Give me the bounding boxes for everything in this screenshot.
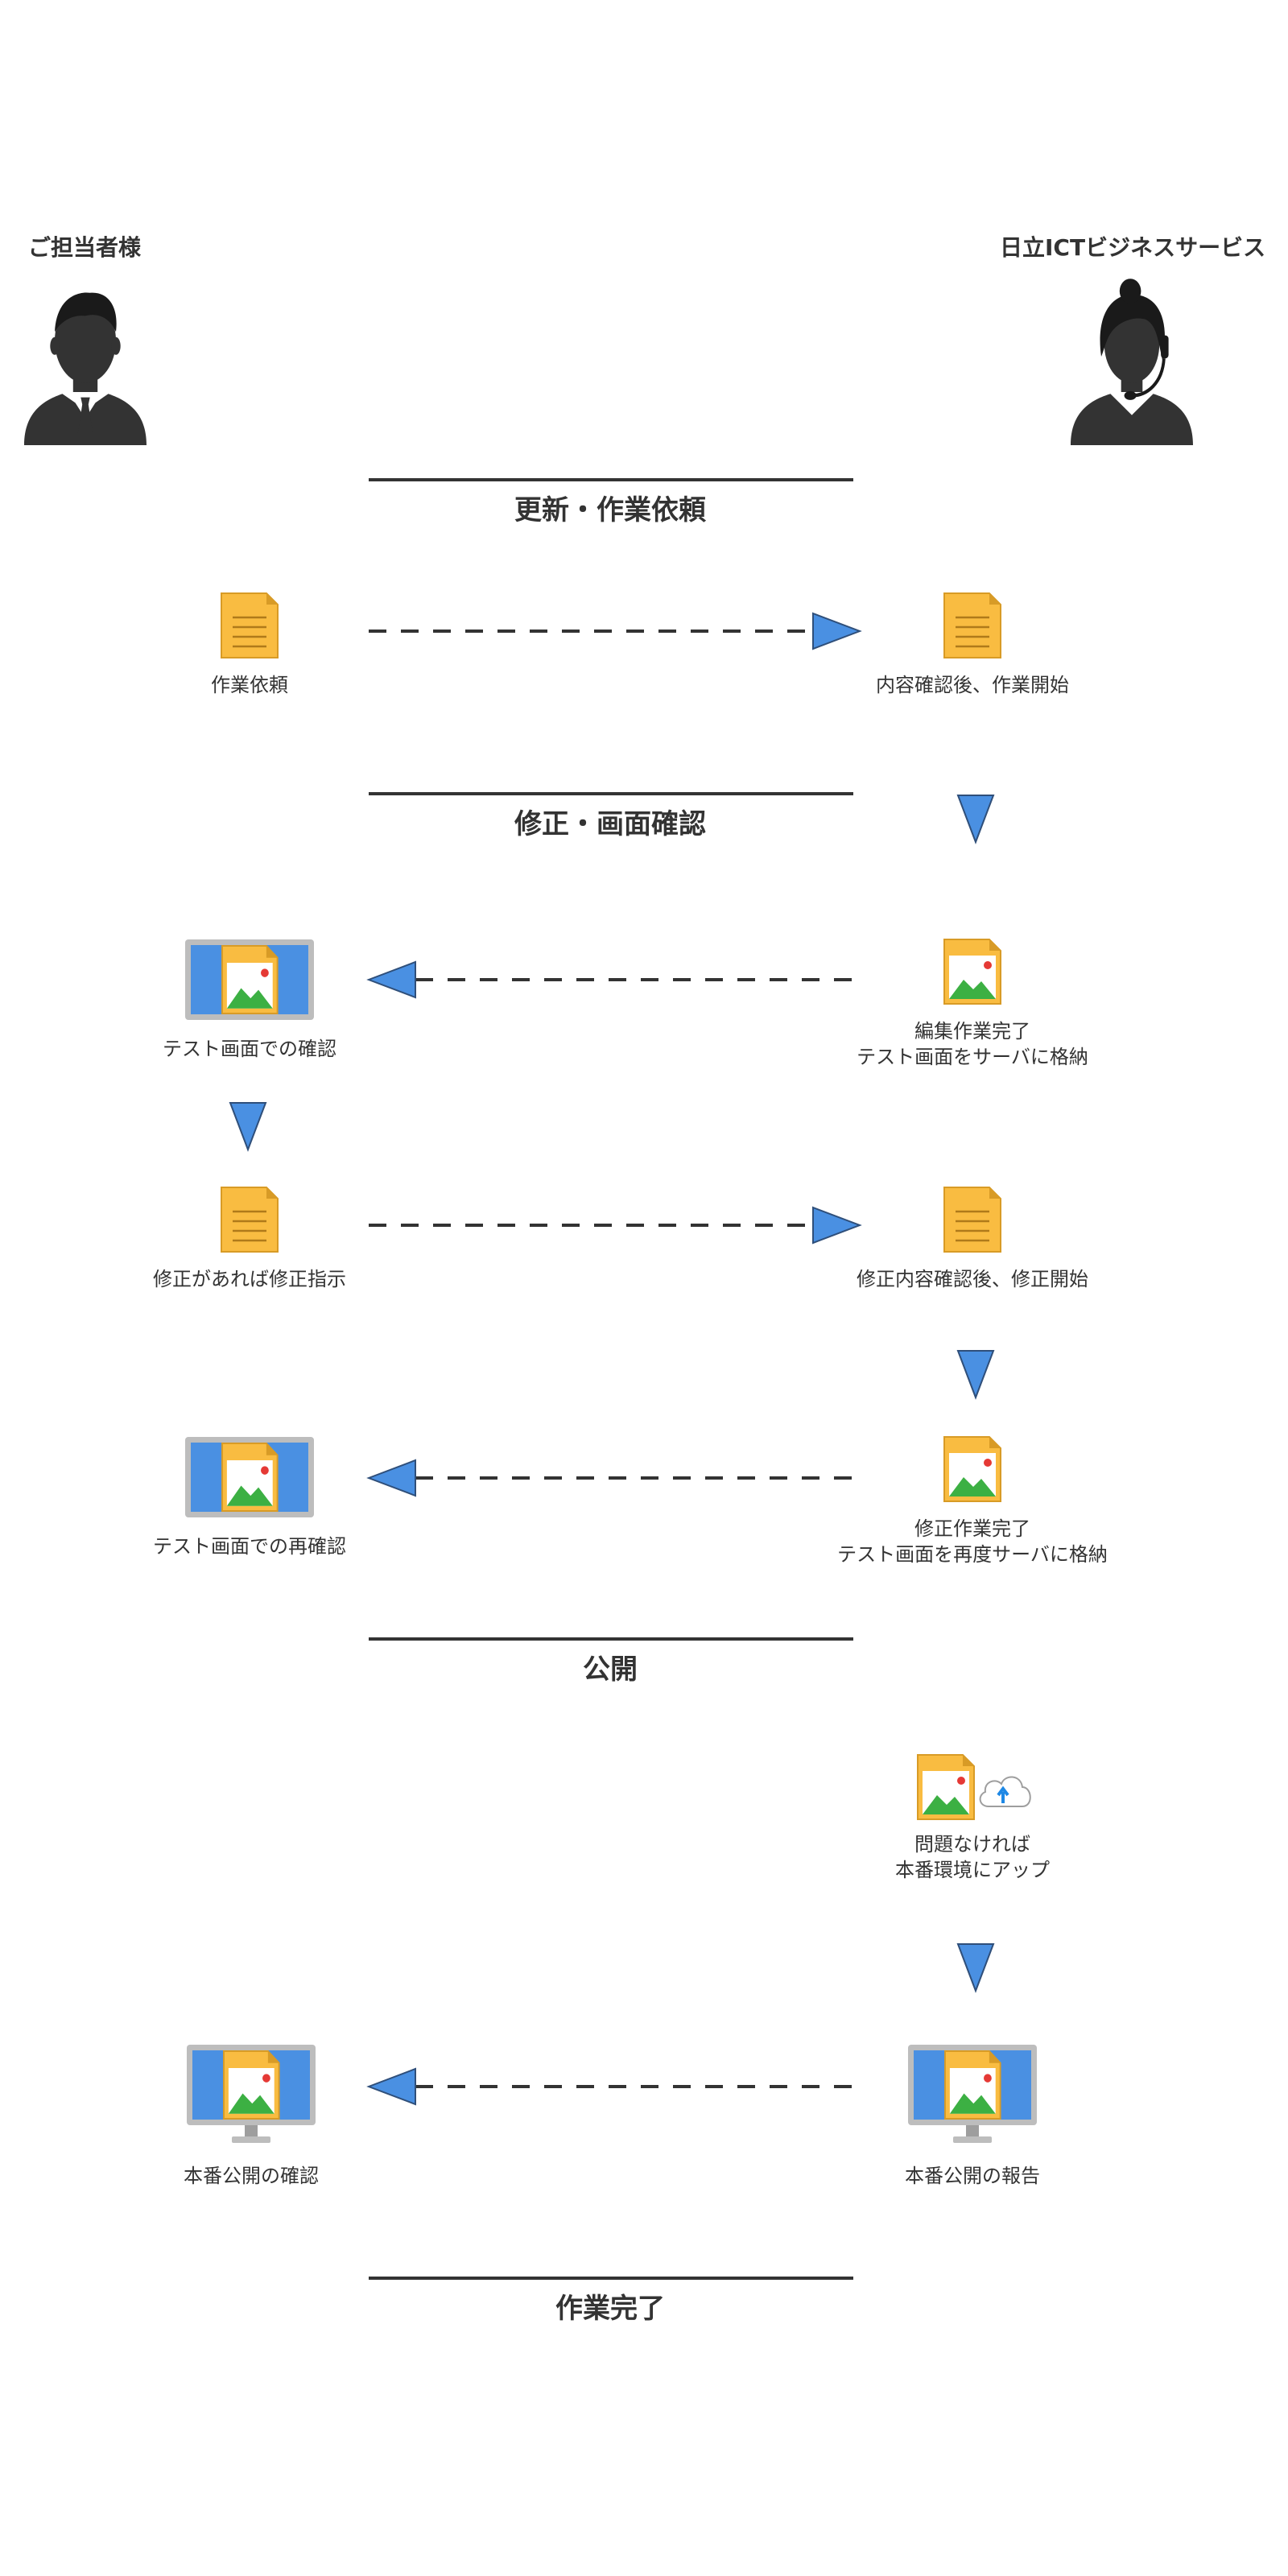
arrow-down-icon — [957, 1350, 994, 1398]
desktop-monitor-icon — [908, 2045, 1037, 2143]
step-label-recheck-test: テスト画面での再確認 — [153, 1535, 346, 1558]
document-icon — [943, 592, 1002, 659]
cloud-upload-icon — [978, 1775, 1032, 1808]
operator-headset-icon — [1071, 279, 1193, 445]
arrow-down-icon — [957, 795, 994, 843]
step-label-check-test: テスト画面での確認 — [163, 1038, 336, 1060]
actor-label-provider: 日立ICTビジネスサービス — [1000, 234, 1266, 261]
businessman-icon — [24, 292, 147, 445]
arrow-left-icon — [368, 2068, 416, 2105]
document-icon — [220, 592, 279, 659]
section-title-done: 作業完了 — [555, 2293, 665, 2325]
step-label-line: 問題なければ — [914, 1833, 1030, 1856]
image-file-icon — [943, 939, 1001, 1005]
arrow-left-icon — [368, 1459, 416, 1496]
arrow-right-icon — [812, 613, 861, 650]
step-label-publish-check: 本番公開の確認 — [184, 2165, 319, 2187]
step-label-line: テスト画面をサーバに格納 — [857, 1046, 1088, 1068]
step-label-line: 編集作業完了 — [914, 1020, 1030, 1042]
step-label-upload: 問題なければ 本番環境にアップ — [895, 1831, 1050, 1883]
arrow-down-icon — [229, 1102, 266, 1150]
arrow-right-icon — [812, 1207, 861, 1244]
section-title-publish: 公開 — [583, 1653, 638, 1686]
step-label-line: テスト画面を再度サーバに格納 — [837, 1543, 1108, 1566]
step-label-fix-request: 修正があれば修正指示 — [153, 1268, 346, 1290]
image-file-icon — [917, 1754, 975, 1820]
arrow-left-icon — [368, 961, 416, 998]
actor-label-client: ご担当者様 — [28, 234, 142, 261]
section-title-request: 更新・作業依頼 — [514, 494, 706, 526]
step-label-line: 修正作業完了 — [914, 1517, 1030, 1540]
desktop-monitor-icon — [187, 2045, 316, 2143]
step-label-publish-report: 本番公開の報告 — [905, 2165, 1040, 2187]
step-label-fix-done: 修正作業完了 テスト画面を再度サーバに格納 — [837, 1516, 1108, 1567]
step-label-edit-done: 編集作業完了 テスト画面をサーバに格納 — [857, 1018, 1088, 1070]
monitor-image-icon — [185, 939, 314, 1020]
step-label-start-work: 内容確認後、作業開始 — [876, 674, 1069, 696]
step-label-line: 本番環境にアップ — [895, 1859, 1050, 1881]
document-icon — [220, 1186, 279, 1253]
monitor-image-icon — [185, 1437, 314, 1517]
document-icon — [943, 1186, 1002, 1253]
image-file-icon — [943, 1436, 1001, 1502]
step-label-request-work: 作業依頼 — [211, 674, 288, 696]
section-title-review: 修正・画面確認 — [514, 808, 706, 840]
arrow-down-icon — [957, 1943, 994, 1992]
step-label-fix-start: 修正内容確認後、修正開始 — [857, 1268, 1088, 1290]
